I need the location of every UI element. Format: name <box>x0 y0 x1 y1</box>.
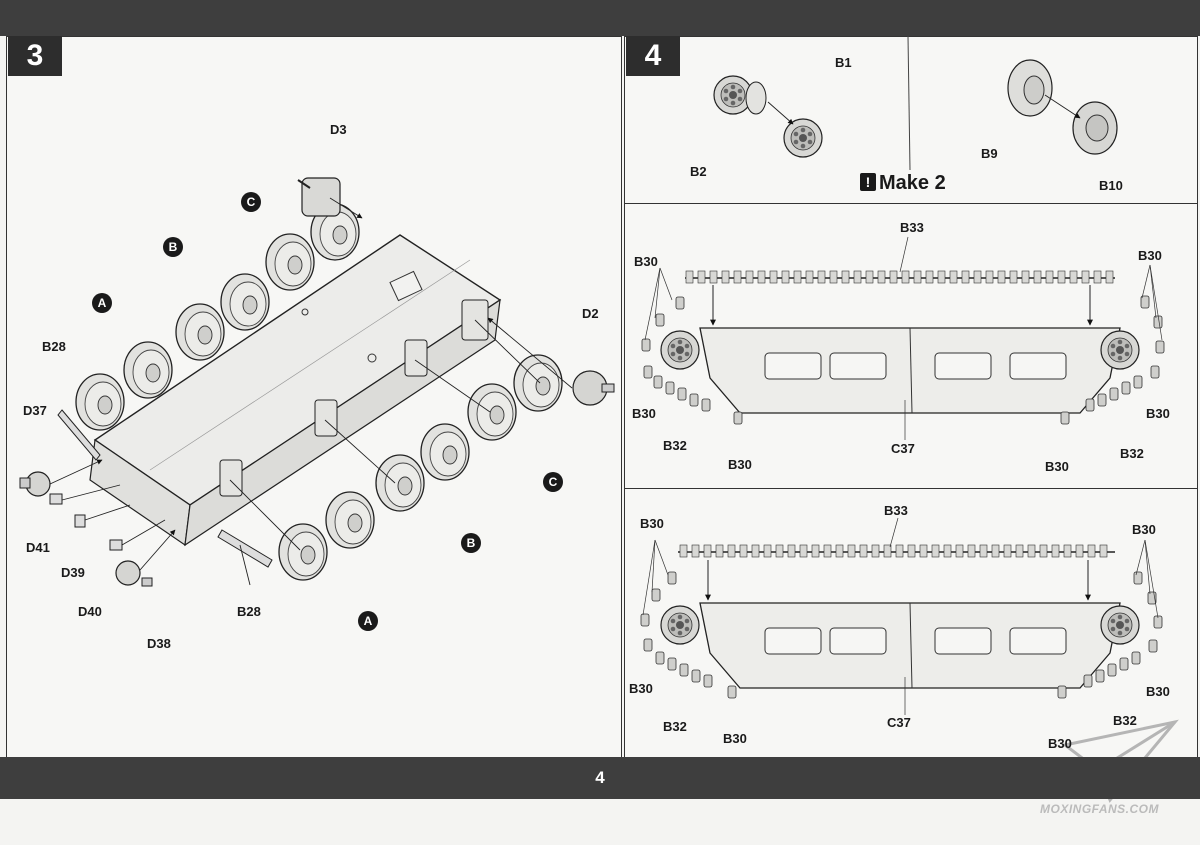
label-b30-upper-tr: B30 <box>1138 248 1162 263</box>
callout-a-top: A <box>92 293 112 313</box>
label-b32-lower-right: B32 <box>1113 713 1137 728</box>
label-b32-upper-left: B32 <box>663 438 687 453</box>
label-b30-lower-br: B30 <box>1048 736 1072 751</box>
step-3-badge: 3 <box>8 36 62 76</box>
upper-track-assembly <box>641 270 1165 425</box>
idler-parts <box>1007 59 1118 155</box>
label-c37-lower: C37 <box>887 715 911 730</box>
label-b30-upper-tl: B30 <box>634 254 658 269</box>
small-parts <box>49 409 273 568</box>
label-b9: B9 <box>981 146 998 161</box>
label-d41: D41 <box>26 540 50 555</box>
callout-b-bottom: B <box>461 533 481 553</box>
label-b1: B1 <box>835 55 852 70</box>
sprocket-parts <box>713 75 823 158</box>
bottom-band <box>0 757 1200 799</box>
label-d39: D39 <box>61 565 85 580</box>
label-d38: D38 <box>147 636 171 651</box>
label-c37-upper: C37 <box>891 441 915 456</box>
label-b28-left: B28 <box>42 339 66 354</box>
page-number: 4 <box>595 768 605 787</box>
drive-housings <box>19 177 615 587</box>
label-b30-upper-ml: B30 <box>632 406 656 421</box>
callout-b-top: B <box>163 237 183 257</box>
make-2-note: !Make 2 <box>860 172 946 195</box>
label-b30-upper-mr: B30 <box>1146 406 1170 421</box>
leader-lines <box>642 236 1163 715</box>
assembly-lines <box>49 197 573 586</box>
label-b32-upper-right: B32 <box>1120 446 1144 461</box>
label-b30-lower-tl: B30 <box>640 516 664 531</box>
label-d37: D37 <box>23 403 47 418</box>
lower-track-assembly <box>640 544 1163 699</box>
callout-c-bottom: C <box>543 472 563 492</box>
label-b30-lower-mr: B30 <box>1146 684 1170 699</box>
label-b33-upper: B33 <box>900 220 924 235</box>
callout-a-bottom: A <box>358 611 378 631</box>
label-b30-upper-bl: B30 <box>728 457 752 472</box>
label-b28-bottom: B28 <box>237 604 261 619</box>
label-d40: D40 <box>78 604 102 619</box>
brackets <box>219 299 489 497</box>
label-b32-lower-left: B32 <box>663 719 687 734</box>
label-b33-lower: B33 <box>884 503 908 518</box>
label-d3: D3 <box>330 122 347 137</box>
top-band <box>0 0 1200 36</box>
watermark: MOXINGFANS.COM <box>1040 802 1160 816</box>
callout-c-top: C <box>241 192 261 212</box>
label-b10: B10 <box>1099 178 1123 193</box>
step-4-badge: 4 <box>626 36 680 76</box>
label-b30-upper-br: B30 <box>1045 459 1069 474</box>
divider-line <box>907 35 911 171</box>
warning-icon: ! <box>860 173 876 191</box>
label-b30-lower-tr: B30 <box>1132 522 1156 537</box>
label-b2: B2 <box>690 164 707 179</box>
label-d2: D2 <box>582 306 599 321</box>
label-b30-lower-ml: B30 <box>629 681 653 696</box>
label-b30-lower-bl: B30 <box>723 731 747 746</box>
